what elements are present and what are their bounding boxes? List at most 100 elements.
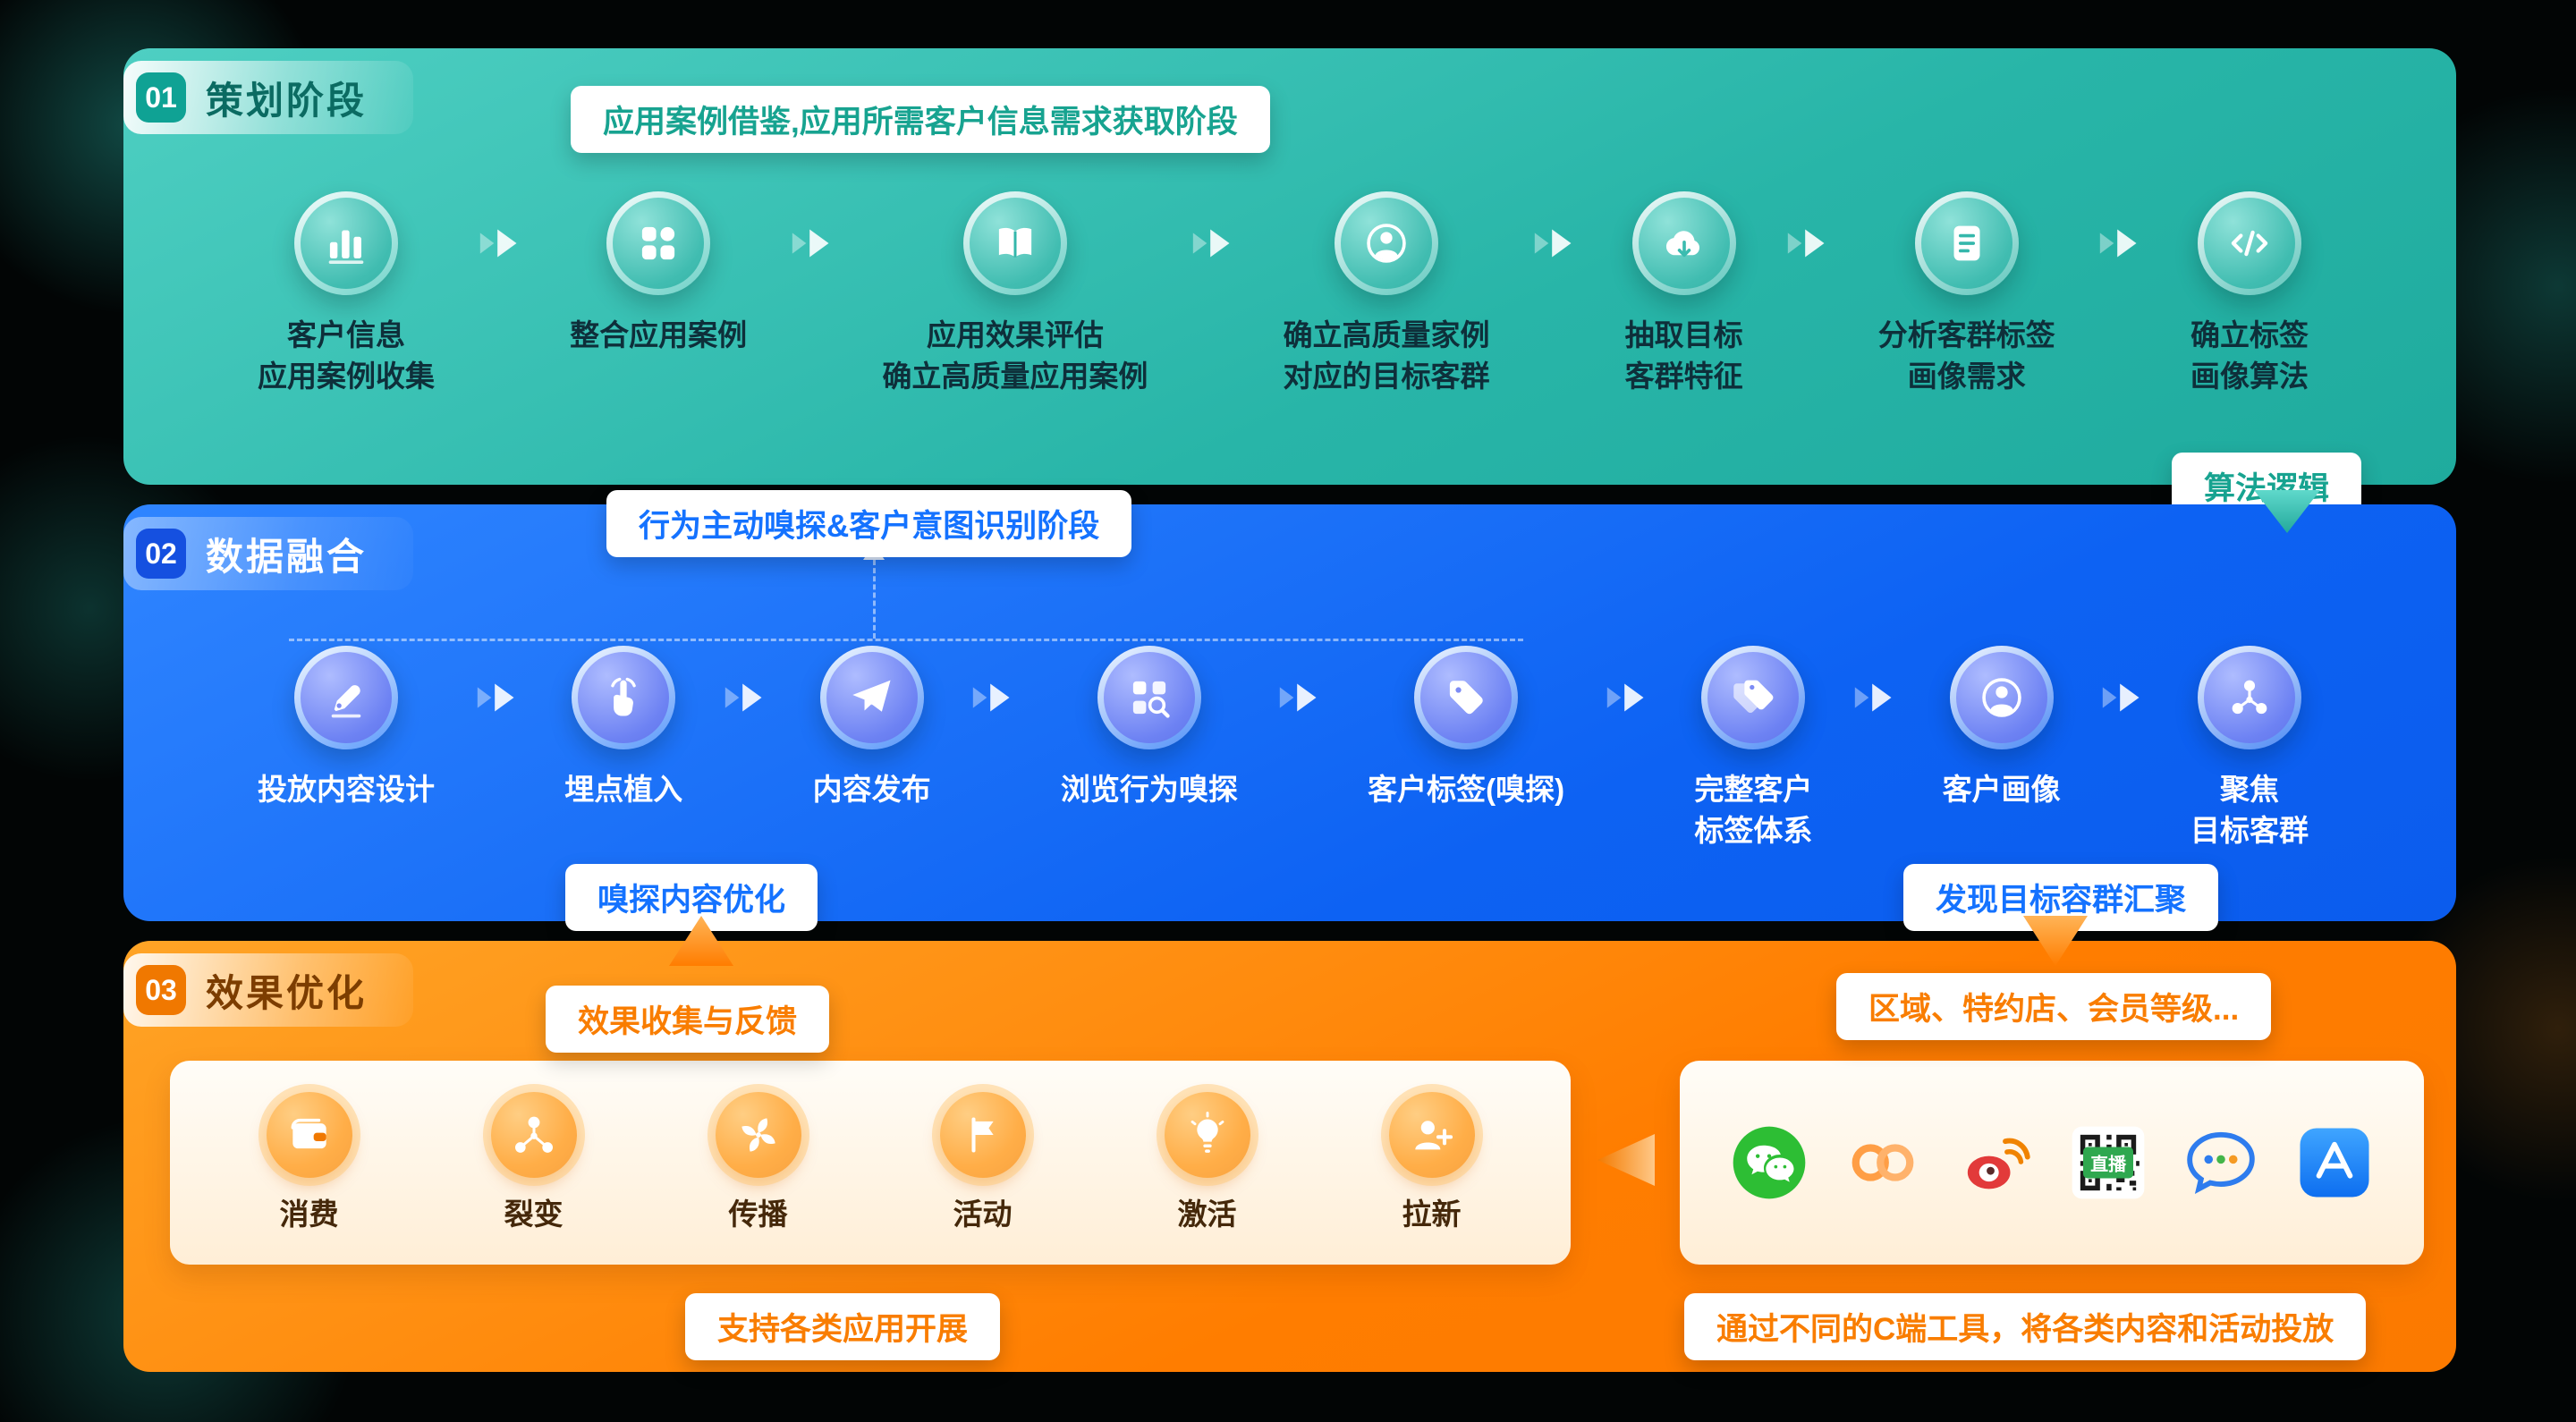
step-label: 确立高质量家例 对应的目标客群: [1283, 318, 1490, 393]
effect-feedback-tag: 效果收集与反馈: [546, 986, 830, 1053]
step-send: 内容发布: [813, 646, 931, 810]
flow-arrow: [2097, 678, 2153, 717]
step-bar-chart: 客户信息 应用案例收集: [258, 191, 435, 396]
app-label: 裂变: [504, 1198, 564, 1231]
app-bulb: 激活: [1156, 1084, 1258, 1233]
step-label: 浏览行为嗅探: [1060, 773, 1238, 806]
step-icon-circle: [1631, 191, 1736, 295]
wechat-icon: [1730, 1123, 1809, 1202]
step-open-book: 应用效果评估 确立高质量应用案例: [882, 191, 1148, 396]
step-icon-circle: [294, 191, 398, 295]
app-icon-circle: [1380, 1084, 1483, 1186]
step-person: 确立高质量家例 对应的目标客群: [1283, 191, 1489, 396]
phase-01-steps-row: 客户信息 应用案例收集整合应用案例 应用效果评估 确立高质量应用案例 确立高质量家例…: [258, 191, 2309, 396]
phase-02-title: 数据融合: [206, 535, 368, 578]
step-icon-circle: [294, 646, 398, 749]
step-icon-circle: [819, 646, 924, 749]
fan-icon: [733, 1110, 784, 1160]
channels-card: 直播: [1680, 1061, 2424, 1265]
step-icon-circle: [962, 191, 1067, 295]
app-label: 传播: [728, 1198, 788, 1231]
step-tag: 客户标签(嗅探): [1368, 646, 1564, 810]
phase-03-effect-optimize: 03 效果优化 效果收集与反馈 区域、特约店、会员等级... 消费 裂变 传播 活动激…: [123, 941, 2456, 1372]
flow-arrow: [2095, 224, 2150, 263]
step-label: 客户画像: [1942, 773, 2061, 806]
flag-icon: [958, 1110, 1008, 1160]
bulb-icon: [1182, 1110, 1233, 1160]
phase-03-title: 效果优化: [206, 971, 368, 1014]
flow-arrow: [720, 678, 775, 717]
step-document: 分析客群标签 画像需求: [1878, 191, 2055, 396]
live-qr-icon: 直播: [2069, 1123, 2148, 1202]
code-icon: [2203, 198, 2295, 289]
step-label: 整合应用案例: [570, 318, 748, 351]
add-user-icon: [1407, 1110, 1457, 1160]
app-fan: 传播: [707, 1084, 809, 1233]
step-label: 应用效果评估 确立高质量应用案例: [882, 318, 1148, 393]
step-browse-sniff: 浏览行为嗅探: [1061, 646, 1238, 810]
flow-arrow: [1783, 224, 1838, 263]
app-label: 消费: [279, 1198, 339, 1231]
app-add-user: 拉新: [1380, 1084, 1483, 1233]
step-label: 内容发布: [812, 773, 931, 806]
phase-02-data-fusion: 02 数据融合 行为主动嗅探&客户意图识别阶段 投放内容设计埋点植入内容发布浏览…: [123, 490, 2456, 931]
cloud-download-icon: [1638, 198, 1730, 289]
step-cloud-download: 抽取目标 客群特征: [1625, 191, 1743, 396]
step-code: 确立标签 画像算法: [2190, 191, 2309, 396]
phase-01-planning: 01 策划阶段 应用案例借鉴,应用所需客户信息需求获取阶段 客户信息 应用案例收…: [123, 48, 2456, 520]
fission-icon: [509, 1110, 559, 1160]
flow-arrow: [1188, 224, 1243, 263]
tags-icon: [1707, 652, 1800, 743]
step-tap: 埋点植入: [564, 646, 682, 810]
phase-02-number: 02: [136, 529, 186, 579]
phase-01-badge: 01 策划阶段: [123, 61, 414, 134]
phase-01-banner-pill: 应用案例借鉴,应用所需客户信息需求获取阶段: [571, 86, 1270, 153]
pen-icon: [301, 652, 392, 743]
phase-03-badge: 03 效果优化: [123, 953, 414, 1027]
step-network: 聚焦 目标客群: [2190, 646, 2309, 851]
app-wallet: 消费: [258, 1084, 360, 1233]
step-label: 聚焦 目标客群: [2190, 773, 2309, 847]
channels-caption-pill: 通过不同的C端工具，将各类内容和活动投放: [1684, 1293, 2367, 1360]
step-label: 客户标签(嗅探): [1368, 773, 1565, 806]
app-icon-circle: [1156, 1084, 1258, 1186]
step-icon-circle: [1949, 646, 2054, 749]
flow-arrow: [475, 224, 530, 263]
weibo-icon: [1956, 1123, 2035, 1202]
step-label: 分析客群标签 画像需求: [1877, 318, 2055, 393]
step-label: 抽取目标 客群特征: [1624, 318, 1743, 393]
live-badge: 直播: [2083, 1147, 2134, 1179]
document-icon: [1920, 198, 2012, 289]
app-icon-circle: [707, 1084, 809, 1186]
step-icon-circle: [1914, 191, 2019, 295]
tap-icon: [578, 652, 670, 743]
open-book-icon: [969, 198, 1061, 289]
flow-arrow: [1850, 678, 1905, 717]
phase-01-number: 01: [136, 72, 186, 123]
app-label: 拉新: [1402, 1198, 1462, 1231]
segments-tag: 区域、特约店、会员等级...: [1836, 973, 2272, 1040]
cards-left-arrow: [1597, 1134, 1655, 1186]
wechat-channels-icon: [1843, 1123, 1922, 1202]
app-fission: 裂变: [482, 1084, 585, 1233]
dashed-connector-horizontal: [289, 639, 1523, 641]
flow-arrow: [968, 678, 1023, 717]
app-flag: 活动: [931, 1084, 1034, 1233]
network-icon: [2203, 652, 2295, 743]
send-icon: [826, 652, 918, 743]
wecom-icon: [2182, 1123, 2260, 1202]
flow-arrow: [472, 678, 528, 717]
grid-icon: [613, 198, 705, 289]
bar-chart-icon: [301, 198, 392, 289]
app-icon-circle: [258, 1084, 360, 1186]
applications-card: 消费 裂变 传播 活动激活拉新: [170, 1061, 1571, 1265]
flow-arrow: [1275, 678, 1330, 717]
step-label: 投放内容设计: [258, 773, 435, 806]
step-icon-circle: [606, 191, 711, 295]
step-icon-circle: [2197, 646, 2301, 749]
browse-sniff-icon: [1103, 652, 1195, 743]
step-icon-circle: [1334, 191, 1438, 295]
flow-arrow: [1530, 224, 1585, 263]
step-grid: 整合应用案例: [570, 191, 747, 356]
